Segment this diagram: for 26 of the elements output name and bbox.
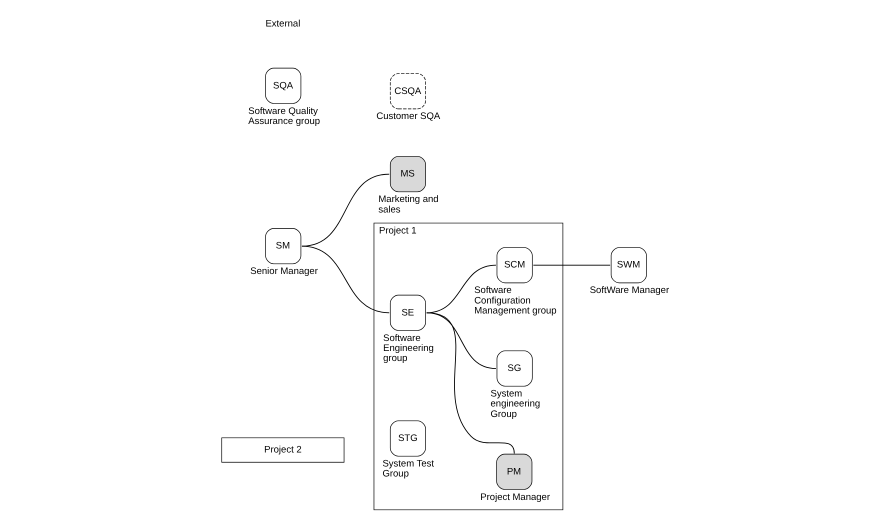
label: External [265, 18, 300, 29]
node-box: CSQA [390, 72, 426, 109]
connector [426, 264, 496, 313]
node-label: Marketing and sales [378, 194, 439, 215]
node-box: SM [265, 228, 302, 264]
node-box: SE [390, 294, 426, 330]
node-label: Software Engineering group [383, 332, 434, 364]
node-label: SoftWare Manager [590, 284, 670, 296]
node-label: Senior Manager [250, 266, 318, 277]
node-label: Software Quality Assurance group [248, 105, 320, 126]
node-box: STG [390, 420, 426, 456]
connector [426, 312, 515, 454]
node-box: SQA [265, 67, 302, 104]
node-box: SWM [610, 246, 647, 283]
node-label: Software Configuration Management group [474, 284, 557, 316]
node-box: SCM [496, 246, 533, 283]
node-label: Project Manager [480, 491, 550, 502]
node-label: Customer SQA [376, 110, 440, 122]
node-label: System Test Group [382, 458, 434, 480]
connector [301, 173, 390, 246]
connector [426, 312, 496, 368]
connector [301, 245, 390, 313]
node-box: SG [496, 350, 533, 386]
connector [532, 264, 611, 266]
node-box: Project 2 [221, 436, 344, 462]
node-label: System engineering Group [490, 388, 540, 420]
